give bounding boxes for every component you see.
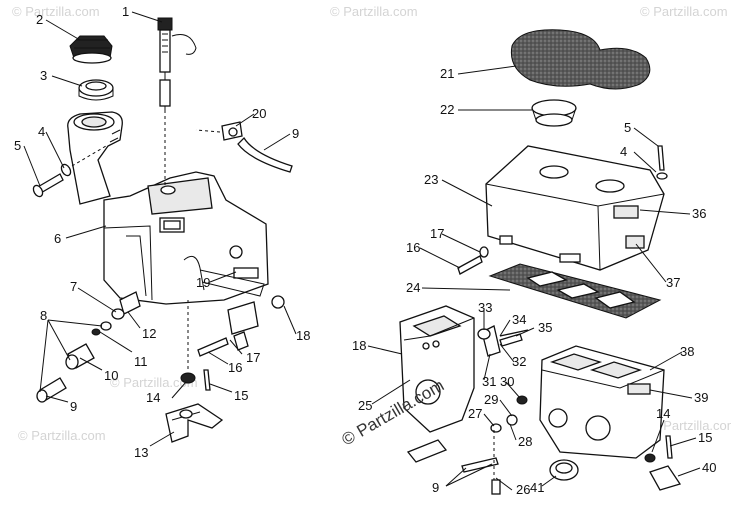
watermark-tile: © Partzilla.com	[650, 418, 731, 433]
callout: 25	[358, 398, 372, 413]
callout: 18	[296, 328, 310, 343]
callout: 3	[40, 68, 47, 83]
callout: 21	[440, 66, 454, 81]
callout: 14	[656, 406, 670, 421]
vent-fitting-and-hose	[195, 121, 293, 173]
watermark-tile: © Partzilla.com	[110, 375, 198, 390]
callout: 5	[14, 138, 21, 153]
drain-cap-and-bracket	[549, 435, 682, 491]
callout: 10	[104, 368, 118, 383]
callout: 39	[694, 390, 708, 405]
cap-gasket	[78, 79, 114, 101]
callout: 9	[432, 480, 439, 495]
callout: 35	[538, 320, 552, 335]
callout-numbers: 1 2 3 4 5 6 7 8 9 10 11 12 13 14 15 16 1…	[14, 4, 716, 497]
callout: 27	[468, 406, 482, 421]
callout: 29	[484, 392, 498, 407]
callout: 19	[196, 275, 210, 290]
watermark-tile: © Partzilla.com	[640, 4, 728, 19]
watermark-tile: © Partzilla.com	[18, 428, 106, 443]
filter-adapter	[531, 99, 577, 127]
callout: 6	[54, 231, 61, 246]
callout: 4	[620, 144, 627, 159]
callout: 24	[406, 280, 420, 295]
airbox-assembly	[399, 29, 682, 495]
callout: 15	[698, 430, 712, 445]
fuel-tank-assembly	[32, 17, 293, 443]
callout: 37	[666, 275, 680, 290]
callout: 4	[38, 124, 45, 139]
callout: 9	[70, 399, 77, 414]
callout: 11	[134, 354, 148, 369]
callout: 15	[234, 388, 248, 403]
fuel-sender	[157, 17, 197, 186]
callout: 41	[530, 480, 544, 495]
callout: 16	[406, 240, 420, 255]
callout: 32	[512, 354, 526, 369]
callout: 28	[518, 434, 532, 449]
airbox-lid	[485, 145, 665, 271]
clamps-and-fasteners	[197, 295, 285, 357]
callout: 38	[680, 344, 694, 359]
watermark-tile: © Partzilla.com	[330, 4, 418, 19]
callout: 16	[228, 360, 242, 375]
callout: 1	[122, 4, 129, 19]
airbox-lower-right	[539, 345, 665, 459]
callout: 2	[36, 12, 43, 27]
callout: 20	[252, 106, 266, 121]
callout: 22	[440, 102, 454, 117]
watermark-tile: © Partzilla.com	[12, 4, 100, 19]
breather-fittings	[406, 325, 529, 495]
callout: 40	[702, 460, 716, 475]
callout: 33	[478, 300, 492, 315]
callout: 36	[692, 206, 706, 221]
air-filter-foam	[510, 29, 651, 90]
callout: 31	[482, 374, 496, 389]
callout: 7	[70, 279, 77, 294]
callout: 8	[40, 308, 47, 323]
mount-bracket	[165, 300, 224, 443]
callout: 30	[500, 374, 514, 389]
callout: 13	[134, 445, 148, 460]
callout: 34	[512, 312, 526, 327]
lid-bolts	[457, 145, 668, 275]
callout: 23	[424, 172, 438, 187]
callout: 17	[246, 350, 260, 365]
callout: 9	[292, 126, 299, 141]
leader-lines	[23, 11, 701, 491]
callout: 12	[142, 326, 156, 341]
callout: 5	[624, 120, 631, 135]
callout: 18	[352, 338, 366, 353]
airbox-lower-left	[399, 305, 475, 433]
watermark-tiles: © Partzilla.com © Partzilla.com © Partzi…	[12, 4, 731, 443]
airbox-gasket	[488, 263, 662, 319]
fuel-cap	[69, 35, 113, 64]
callout: 26	[516, 482, 530, 497]
callout: 14	[146, 390, 160, 405]
callout: 17	[430, 226, 444, 241]
